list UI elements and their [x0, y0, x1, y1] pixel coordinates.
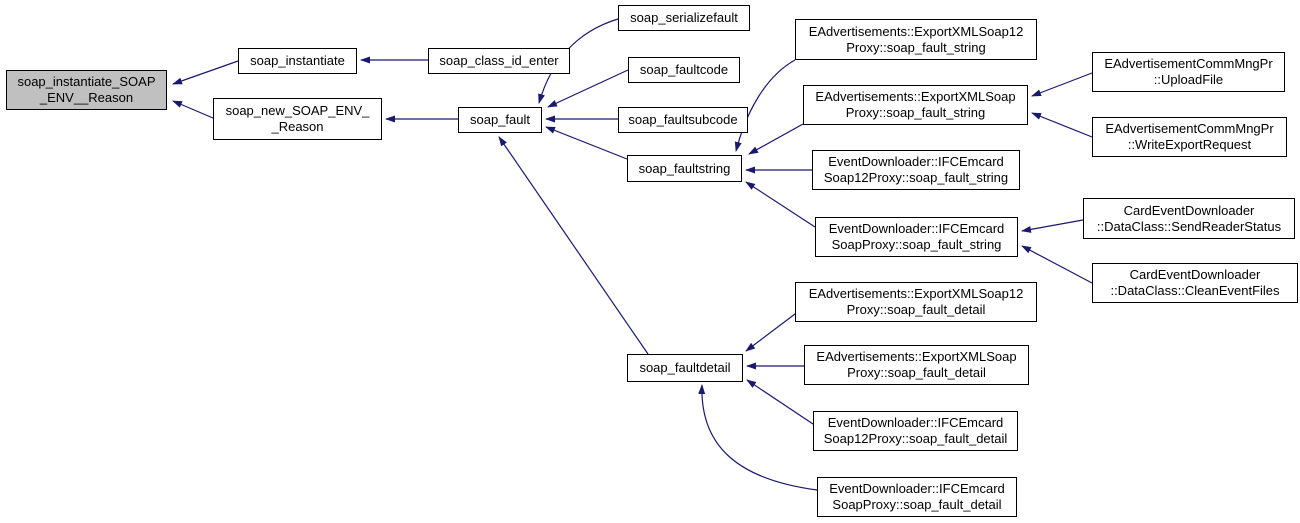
edge-eadv12detail-to-faultdetail	[745, 313, 796, 352]
edge-cleaneventfiles-to-edstring	[1021, 245, 1093, 284]
edge-soap_new-to-root	[172, 100, 214, 119]
node-eventdownloader-ifcemcardsoapproxy-soap_fault_string[interactable]: EventDownloader::IFCEmcard SoapProxy::so…	[815, 217, 1018, 257]
node-soap_faultdetail[interactable]: soap_faultdetail	[627, 354, 743, 382]
node-soap_faultsubcode[interactable]: soap_faultsubcode	[618, 107, 748, 133]
edge-sendreaderstatus-to-edstring	[1021, 219, 1084, 233]
node-soap_new_SOAP_ENV__Reason[interactable]: soap_new_SOAP_ENV_ _Reason	[213, 98, 382, 140]
node-eventdownloader-ifcemcardsoap12proxy-soap_fault_string[interactable]: EventDownloader::IFCEmcard Soap12Proxy::…	[812, 150, 1020, 190]
node-eadvertisements-exportxmlsoapproxy-soap_fault_detail[interactable]: EAdvertisements::ExportXMLSoap Proxy::so…	[804, 345, 1029, 385]
edge-uploadfile-to-eadvstring	[1031, 72, 1093, 97]
edge-soap_instantiate-to-root	[172, 60, 239, 85]
edge-edstring-to-faultstring	[745, 181, 816, 228]
node-eadvertisements-exportxmlsoapproxy-soap_fault_string[interactable]: EAdvertisements::ExportXMLSoap Proxy::so…	[803, 85, 1028, 125]
node-eventdownloader-ifcemcardsoap12proxy-soap_fault_detail[interactable]: EventDownloader::IFCEmcard Soap12Proxy::…	[813, 411, 1018, 451]
node-eadvertisementcommmngpr-writeexportrequest[interactable]: EAdvertisementCommMngPr ::WriteExportReq…	[1092, 117, 1287, 157]
node-soap_instantiate_SOAP_ENV__Reason: soap_instantiate_SOAP _ENV__Reason	[6, 70, 167, 110]
node-eadvertisements-exportxmlsoap12proxy-soap_fault_string[interactable]: EAdvertisements::ExportXMLSoap12 Proxy::…	[795, 19, 1037, 60]
node-eventdownloader-ifcemcardsoapproxy-soap_fault_detail[interactable]: EventDownloader::IFCEmcard SoapProxy::so…	[817, 477, 1017, 517]
edge-faultstring-to-fault	[545, 126, 628, 160]
edge-faultdetail-to-fault	[498, 136, 649, 355]
node-soap_fault[interactable]: soap_fault	[458, 107, 542, 133]
edge-faultcode-to-fault	[547, 69, 629, 108]
node-eadvertisements-exportxmlsoap12proxy-soap_fault_detail[interactable]: EAdvertisements::ExportXMLSoap12 Proxy::…	[795, 282, 1037, 322]
node-cardeventdownloader-dataclass-sendreaderstatus[interactable]: CardEventDownloader ::DataClass::SendRea…	[1083, 198, 1295, 239]
node-eadvertisementcommmngpr-uploadfile[interactable]: EAdvertisementCommMngPr ::UploadFile	[1092, 52, 1285, 92]
edge-eadvstring-to-faultstring	[748, 123, 804, 155]
node-soap_faultcode[interactable]: soap_faultcode	[628, 57, 740, 83]
edge-writeexport-to-eadvstring	[1031, 112, 1093, 138]
edge-eadv12string-to-faultstring	[734, 59, 796, 152]
node-cardeventdownloader-dataclass-cleaneventfiles[interactable]: CardEventDownloader ::DataClass::CleanEv…	[1092, 263, 1298, 303]
edge-ed12detail-to-faultdetail	[746, 379, 814, 425]
node-soap_class_id_enter[interactable]: soap_class_id_enter	[428, 48, 570, 74]
node-soap_faultstring[interactable]: soap_faultstring	[627, 155, 742, 182]
node-soap_serializefault[interactable]: soap_serializefault	[618, 5, 750, 31]
node-soap_instantiate[interactable]: soap_instantiate	[238, 48, 357, 74]
edge-eddetail-to-faultdetail	[698, 384, 818, 491]
